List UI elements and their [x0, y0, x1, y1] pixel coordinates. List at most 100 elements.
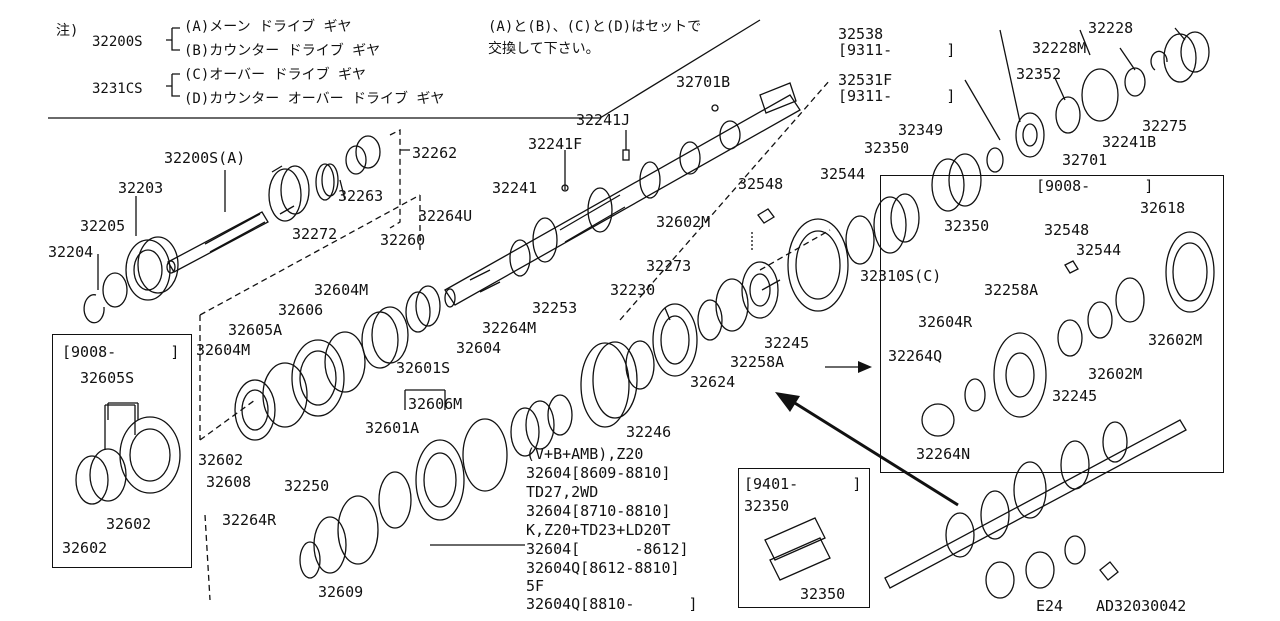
- left-box-32605S: 32605S: [80, 369, 135, 387]
- right-box-32618: 32618: [1140, 199, 1186, 217]
- bracket-group2: [166, 73, 180, 97]
- part-32608: 32608: [206, 473, 252, 491]
- right-box-32604R: 32604R: [918, 313, 973, 331]
- variant-1: 32604[8609-8810]: [526, 464, 671, 482]
- part-32228: 32228: [1088, 19, 1134, 37]
- part-32701: 32701: [1062, 151, 1108, 169]
- right-box-32602M-a: 32602M: [1148, 331, 1203, 349]
- bracket-32601S: [404, 389, 446, 410]
- part-32349: 32349: [898, 121, 944, 139]
- note-separator-line: [48, 19, 761, 119]
- part-32531F-date: [9311- ]: [838, 87, 956, 105]
- variant-0: (V+B+AMB),Z20: [526, 445, 644, 463]
- part-32273: 32273: [646, 257, 692, 275]
- part-32275: 32275: [1142, 117, 1188, 135]
- part-32601S: 32601S: [396, 359, 451, 377]
- upper-right-parts-drawing: [751, 31, 1210, 312]
- footer-code: E24: [1036, 597, 1064, 615]
- mainshaft-32241-drawing: [444, 82, 801, 308]
- part-32241B: 32241B: [1102, 133, 1157, 151]
- part-32604: 32604: [456, 339, 502, 357]
- part-32205: 32205: [80, 217, 126, 235]
- snap-ring-32204-drawing: [83, 294, 105, 324]
- leader-lines-far-right: [1054, 29, 1091, 101]
- part-32250: 32250: [284, 477, 330, 495]
- part-32606M: 32606M: [408, 395, 463, 413]
- left-detail-box: [52, 334, 192, 568]
- group1-a: (A)メーン ドライブ ギヤ: [184, 19, 352, 35]
- part-32350-a: 32350: [864, 139, 910, 157]
- part-32609: 32609: [318, 583, 364, 601]
- right-box-32264Q: 32264Q: [888, 347, 943, 365]
- variant-2: TD27,2WD: [526, 483, 599, 501]
- part-32230: 32230: [610, 281, 656, 299]
- part-32538: 32538: [838, 25, 884, 43]
- group2-d: (D)カウンター オーバー ドライブ ギヤ: [184, 91, 445, 107]
- part-32264R: 32264R: [222, 511, 277, 529]
- right-box-date: [9008- ]: [1036, 177, 1154, 195]
- right-box-32258A: 32258A: [984, 281, 1039, 299]
- part-32200SA: 32200S(A): [164, 149, 246, 167]
- note-mark: 注): [56, 23, 79, 39]
- right-box-32544: 32544: [1076, 241, 1122, 259]
- bottom-box-date: [9401- ]: [744, 475, 862, 493]
- right-box-32264N: 32264N: [916, 445, 971, 463]
- bearing-32203-drawing: [125, 236, 179, 301]
- part-32272: 32272: [292, 225, 338, 243]
- variant-5: 32604[ -8612]: [526, 540, 689, 558]
- part-32262: 32262: [412, 144, 458, 162]
- right-box-32548: 32548: [1044, 221, 1090, 239]
- group2-c: (C)オーバー ドライブ ギヤ: [184, 67, 367, 83]
- group2-code: 3231CS: [92, 81, 143, 97]
- part-32544: 32544: [820, 165, 866, 183]
- part-32253: 32253: [532, 299, 578, 317]
- part-32604M-b: 32604M: [196, 341, 251, 359]
- part-32548: 32548: [738, 175, 784, 193]
- part-32701B: 32701B: [676, 73, 731, 91]
- part-32350-b: 32350: [944, 217, 990, 235]
- bottom-box-32350-b: 32350: [800, 585, 846, 603]
- lower-gears-drawing: [299, 261, 779, 579]
- part-32624: 32624: [690, 373, 736, 391]
- variant-3: 32604[8710-8810]: [526, 502, 671, 520]
- part-32604M-a: 32604M: [314, 281, 369, 299]
- dashed-group-4: [204, 514, 211, 601]
- arrow-head-diagonal: [775, 392, 800, 412]
- arrow-to-assembly: [789, 398, 959, 507]
- part-32241F: 32241F: [528, 135, 583, 153]
- part-32531F: 32531F: [838, 71, 893, 89]
- ring-32205-drawing: [102, 272, 128, 308]
- bracket-group1: [166, 27, 180, 51]
- right-box-parts-drawing: [921, 231, 1215, 437]
- arrow-head-right: [858, 361, 872, 373]
- right-box-32602M-b: 32602M: [1088, 365, 1143, 383]
- group1-code: 32200S: [92, 34, 143, 50]
- part-32606: 32606: [278, 301, 324, 319]
- bottom-detail-box: [738, 468, 870, 608]
- part-32241: 32241: [492, 179, 538, 197]
- bottom-box-32350-a: 32350: [744, 497, 790, 515]
- bracket-32605S: [107, 402, 139, 420]
- part-32258A: 32258A: [730, 353, 785, 371]
- dashed-group-3: [619, 79, 831, 321]
- group1-b: (B)カウンター ドライブ ギヤ: [184, 43, 381, 59]
- left-box-date: [9008- ]: [62, 343, 180, 361]
- left-box-parts-drawing: [75, 404, 181, 505]
- dashed-group-2: [389, 128, 401, 229]
- leader-lines-center: [564, 130, 781, 321]
- variant-8: 32604Q[8810- ]: [526, 595, 698, 613]
- part-32203: 32203: [118, 179, 164, 197]
- right-box-32245: 32245: [1052, 387, 1098, 405]
- part-32246: 32246: [626, 423, 672, 441]
- left-box-32602-b: 32602: [62, 539, 108, 557]
- part-32601A: 32601A: [365, 419, 420, 437]
- part-32538-date: [9311- ]: [838, 41, 956, 59]
- variant-6: 32604Q[8612-8810]: [526, 559, 680, 577]
- part-32264M: 32264M: [482, 319, 537, 337]
- leader-lines-right: [964, 27, 1186, 141]
- dashed-group-1: [199, 194, 421, 441]
- part-32263: 32263: [338, 187, 384, 205]
- part-32245: 32245: [764, 334, 810, 352]
- set-note-1: (A)と(B)、(C)と(D)はセットで: [488, 19, 702, 35]
